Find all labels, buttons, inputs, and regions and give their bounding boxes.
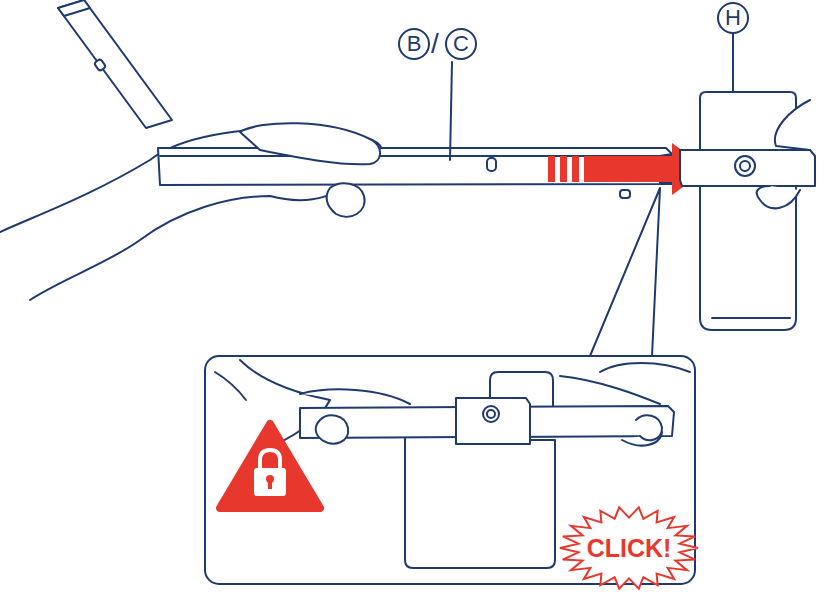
leader-line [732,33,734,96]
lock-shackle [260,450,280,470]
tube-hole [94,59,106,72]
part-letter-circle: C [445,28,477,60]
part-letter: C [453,33,469,55]
right-hand [560,363,690,446]
leader-line [450,62,452,160]
lock-body [254,468,286,496]
clamp-bar [680,150,815,186]
bolt [740,161,750,171]
thumb [636,415,662,440]
starburst-shape [560,507,698,588]
part-letter-circle: B [398,28,430,60]
click-starburst: CLICK! [558,505,700,591]
warning-triangle [220,424,320,508]
tube-hole [620,190,630,198]
lock-keyhole [268,480,272,489]
bolt [735,156,755,176]
finger [240,123,380,164]
arrow-stripe [560,156,567,182]
finger [300,389,410,404]
clamp-bar [456,398,530,444]
arrow-stripe [572,156,579,182]
part-letter-circle: H [717,2,749,34]
sound-word: CLICK! [587,536,672,561]
part-letter: H [725,7,741,29]
thumb [327,183,365,216]
separator-label: / [431,30,439,58]
lock-warning [220,424,320,508]
inset-illustration [215,360,690,568]
tube-body [58,0,172,128]
bolt [483,406,499,422]
tube-hole [487,158,496,171]
plate-edge [712,317,790,319]
inset-frame [205,356,695,584]
thumb [316,415,348,443]
part-letter: B [407,33,422,55]
callout-pointer [590,188,660,356]
right-hand [757,100,810,208]
upright-tube [58,0,172,128]
part-h [680,33,815,330]
tube-edge [215,372,246,400]
tube-end [58,0,90,16]
bolt [487,410,495,418]
arrow-stripe [548,156,555,182]
